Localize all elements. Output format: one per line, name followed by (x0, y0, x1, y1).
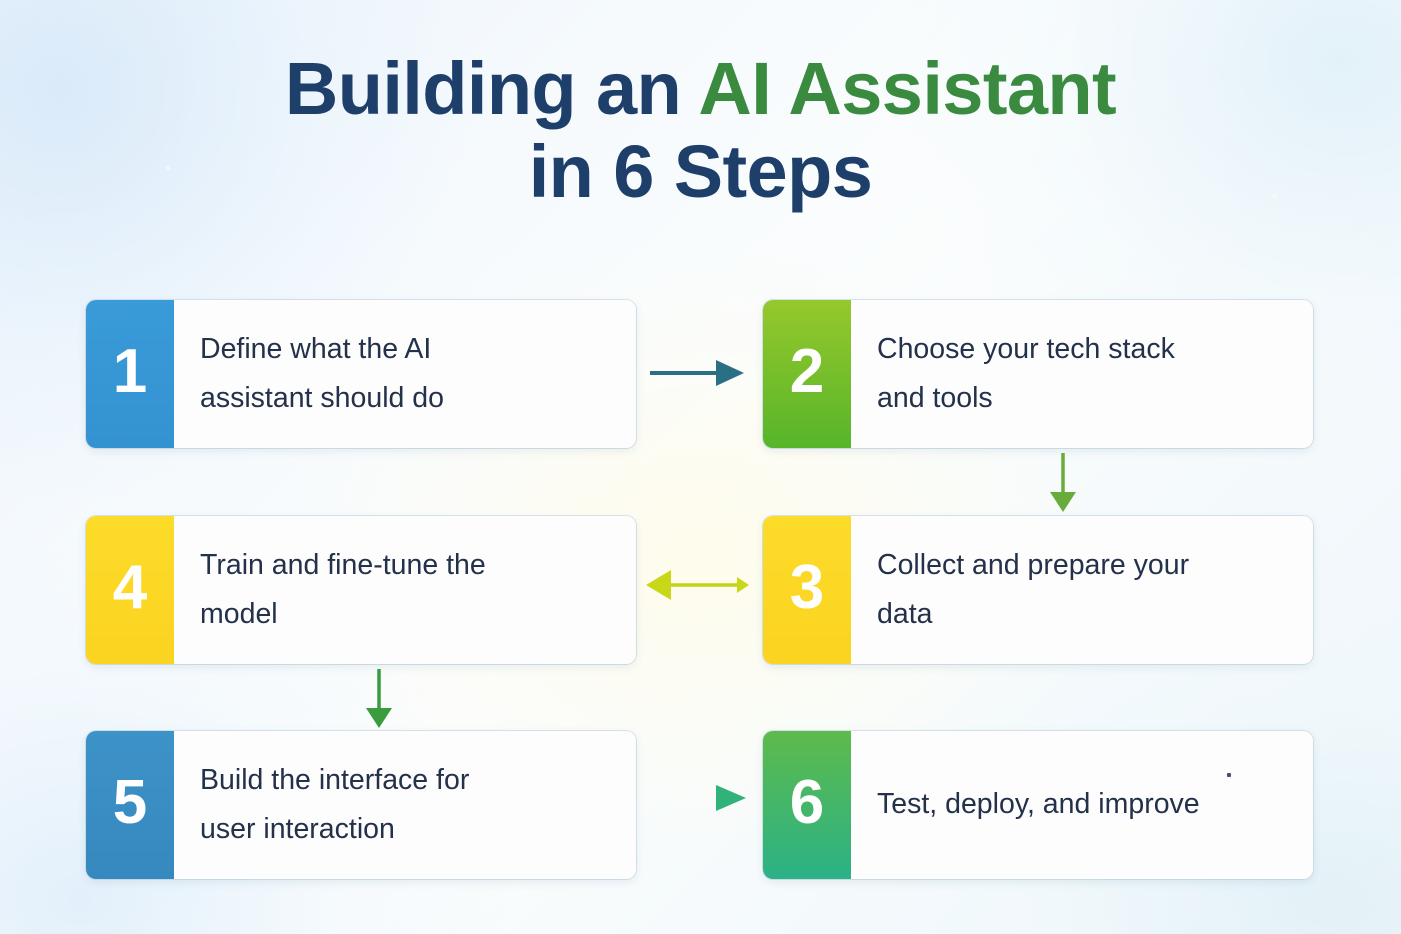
step-text-1: Define what the AI assistant should do (200, 332, 444, 414)
arrow-2-to-3-icon (1042, 452, 1084, 514)
step-card-6[interactable]: 6 Test, deploy, and improve (763, 731, 1313, 879)
step-body-5: Build the interface for user interaction (174, 731, 636, 879)
title-prefix: Building an (284, 47, 699, 130)
page-title: Building an AI Assistant in 6 Steps (0, 47, 1401, 214)
step-body-6: Test, deploy, and improve (851, 731, 1313, 879)
step-number-3: 3 (763, 516, 851, 664)
title-accent: AI Assistant (698, 47, 1117, 130)
step-card-3[interactable]: 3 Collect and prepare your data (763, 516, 1313, 664)
step-body-4: Train and fine-tune the model (174, 516, 636, 664)
step-body-3: Collect and prepare your data (851, 516, 1313, 664)
step-number-2: 2 (763, 300, 851, 448)
stray-dot-artifact (1227, 773, 1231, 777)
title-line-1: Building an AI Assistant (0, 47, 1401, 131)
arrow-4-to-5-icon (358, 668, 400, 730)
arrow-3-to-4-icon (645, 566, 751, 604)
title-line-2: in 6 Steps (528, 129, 873, 213)
step-text-6: Test, deploy, and improve (877, 788, 1200, 821)
step-card-5[interactable]: 5 Build the interface for user interacti… (86, 731, 636, 879)
step-body-2: Choose your tech stack and tools (851, 300, 1313, 448)
step-number-1: 1 (86, 300, 174, 448)
step-card-4[interactable]: 4 Train and fine-tune the model (86, 516, 636, 664)
step-text-2: Choose your tech stack and tools (877, 332, 1175, 414)
step-number-4: 4 (86, 516, 174, 664)
step-text-5: Build the interface for user interaction (200, 763, 470, 845)
arrow-5-to-6-icon (648, 777, 750, 819)
arrow-1-to-2-icon (648, 352, 748, 394)
step-card-2[interactable]: 2 Choose your tech stack and tools (763, 300, 1313, 448)
step-text-3: Collect and prepare your data (877, 548, 1190, 630)
step-number-5: 5 (86, 731, 174, 879)
step-body-1: Define what the AI assistant should do (174, 300, 636, 448)
step-text-4: Train and fine-tune the model (200, 548, 486, 630)
step-number-6: 6 (763, 731, 851, 879)
step-card-1[interactable]: 1 Define what the AI assistant should do (86, 300, 636, 448)
